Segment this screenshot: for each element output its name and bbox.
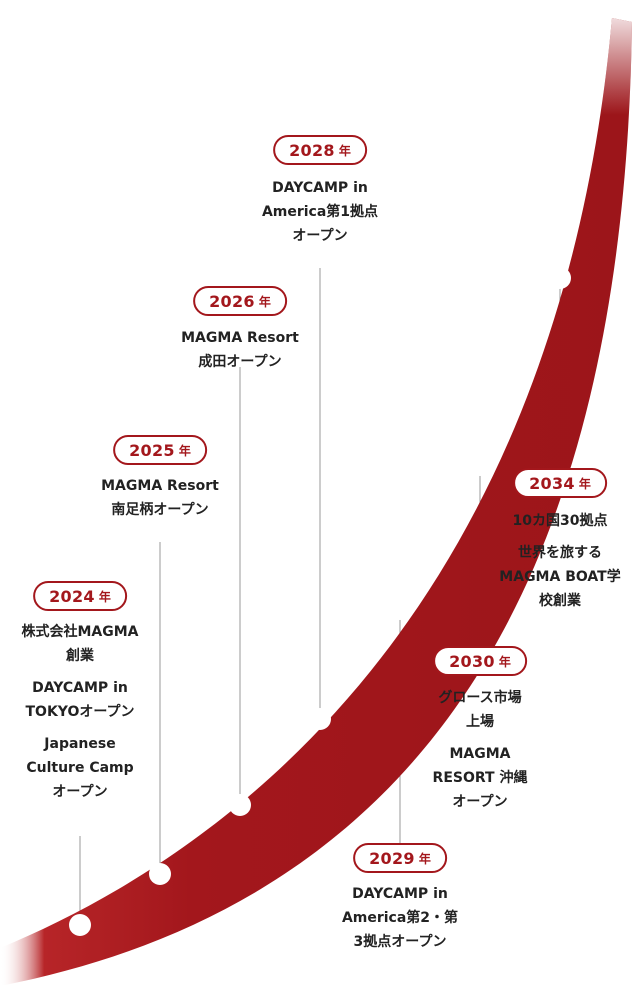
year-number: 2028 [289, 140, 335, 160]
milestone-item: 10カ国30拠点 [512, 513, 608, 529]
timeline-node-2026 [229, 794, 251, 816]
year-number: 2025 [129, 440, 175, 460]
timeline-node-2025 [149, 863, 171, 885]
year-number: 2026 [209, 291, 255, 311]
timeline-node-2029 [389, 598, 411, 620]
year-unit: 年 [98, 589, 111, 604]
timeline-band-top-fade [0, 18, 632, 986]
timeline-node-2024 [69, 914, 91, 936]
year-number: 2030 [449, 651, 495, 671]
timeline-node-2034 [549, 267, 571, 289]
year-number: 2024 [49, 586, 95, 606]
year-unit: 年 [338, 143, 351, 158]
year-unit: 年 [418, 851, 431, 866]
year-unit: 年 [498, 654, 511, 669]
year-number: 2034 [529, 473, 575, 493]
timeline-nodes [69, 267, 571, 936]
year-unit: 年 [578, 476, 591, 491]
year-number: 2029 [369, 848, 415, 868]
year-unit: 年 [178, 443, 191, 458]
milestone-item: グロース市場上場 [438, 690, 522, 730]
timeline-node-2028 [309, 708, 331, 730]
year-unit: 年 [258, 294, 271, 309]
timeline-node-2030 [469, 454, 491, 476]
